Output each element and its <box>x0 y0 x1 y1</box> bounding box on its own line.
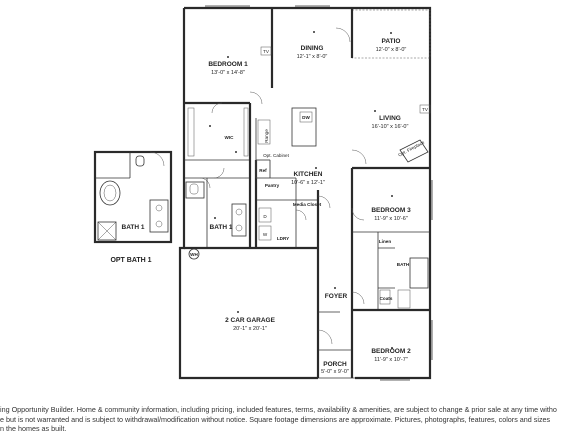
disclaimer-line: ing Opportunity Builder. Home & communit… <box>0 405 557 414</box>
bath1-vanity-icon <box>231 203 247 237</box>
range-label: Range <box>264 129 269 143</box>
room-label-foyer: FOYER <box>325 293 348 300</box>
room-label-media-closet: Media Closet <box>293 202 322 207</box>
opt-bath-caption: OPT BATH 1 <box>110 257 151 264</box>
opt-bath-outline <box>93 150 173 244</box>
room-label-dining: DINING <box>301 45 324 52</box>
windows <box>205 5 433 381</box>
room-label-garage: 2 CAR GARAGE <box>225 317 276 324</box>
vanity-icon <box>149 199 169 233</box>
room-label-wic: WIC <box>225 135 235 140</box>
wh-label: WH <box>190 252 198 257</box>
opt-bath-room-label: BATH 1 <box>122 224 145 231</box>
tv-label-bedroom: TV <box>263 49 270 54</box>
tv-icon <box>419 104 431 114</box>
disclaimer-line: n the homes as built. <box>0 424 67 432</box>
bath1-toilet-icon <box>189 183 199 195</box>
room-dims-patio: 12'-0" x 8'-0" <box>376 47 407 53</box>
washer-icon <box>258 225 272 241</box>
dryer-label: D <box>263 214 267 219</box>
electrical-dots <box>209 31 393 349</box>
room-dims-bedroom2: 11'-9" x 10'-7" <box>374 357 407 363</box>
room-label-linen: Linen <box>379 239 391 244</box>
room-label-patio: PATIO <box>382 38 401 45</box>
opt-bath-inset: BATH 1 OPT BATH 1 <box>93 150 173 264</box>
room-label-laundry: LDRY <box>277 236 289 241</box>
fridge-icon <box>255 159 271 179</box>
room-label-bedroom2: BEDROOM 2 <box>371 348 411 355</box>
bath-tub-icon <box>409 257 429 289</box>
interior-walls <box>184 8 430 378</box>
room-label-coats: Coats <box>380 296 393 301</box>
room-label-bath1: BATH 1 <box>210 224 233 231</box>
opt-cabinet-label: Opt. Cabinet <box>263 153 290 158</box>
room-dims-kitchen: 10'-6" x 12'-1" <box>291 180 325 186</box>
room-label-living: LIVING <box>379 115 401 122</box>
room-label-bath: BATH <box>397 262 410 267</box>
room-dims-living: 16'-10" x 16'-0" <box>372 124 409 130</box>
room-label-pantry: Pantry <box>265 183 280 188</box>
range-icon <box>257 119 271 145</box>
fireplace-icon <box>399 139 429 163</box>
tub-icon <box>99 180 121 206</box>
wic-shelf <box>187 107 195 157</box>
room-label-bedroom1: BEDROOM 1 <box>208 61 248 68</box>
dw-label: DW <box>302 115 310 120</box>
room-dims-dining: 12'-1" x 8'-0" <box>297 54 328 60</box>
disclaimer-line: e but is not warranted and is subject to… <box>0 414 551 424</box>
washer-label: W <box>263 232 268 237</box>
room-label-kitchen: KITCHEN <box>294 171 323 178</box>
disclaimer-text: ing Opportunity Builder. Home & communit… <box>0 405 576 432</box>
tv-label-living: TV <box>422 107 429 112</box>
room-dims-bedroom3: 11'-9" x 10'-6" <box>374 216 407 222</box>
toilet-icon <box>135 155 145 167</box>
room-dims-bedroom1: 13'-0" x 14'-8" <box>211 70 245 76</box>
bath-vanity-icon <box>397 289 411 309</box>
room-dims-porch: 5'-0" x 9'-0" <box>321 369 349 375</box>
exterior-walls <box>178 6 432 380</box>
room-label-porch: PORCH <box>323 361 347 368</box>
shower-icon <box>97 221 117 241</box>
door-swings <box>199 27 367 345</box>
water-heater-icon <box>188 248 200 260</box>
room-dims-garage: 20'-1" x 20'-1" <box>233 326 267 332</box>
dryer-icon <box>258 207 272 223</box>
bath1-tub-icon <box>185 181 205 199</box>
coats-closet <box>379 289 391 305</box>
tv-icon <box>260 46 272 56</box>
ref-label: Ref <box>259 168 267 173</box>
room-label-bedroom3: BEDROOM 3 <box>371 207 411 214</box>
kitchen-island <box>291 107 317 147</box>
